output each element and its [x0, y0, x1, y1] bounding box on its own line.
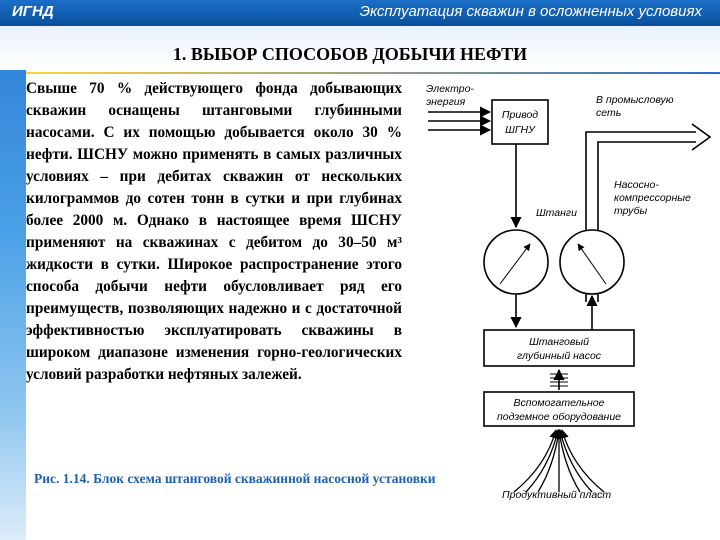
header-bar: ИГНД Эксплуатация скважин в осложненных …: [0, 0, 720, 26]
aux-equipment-box: [483, 391, 635, 427]
pipes-label-2: компрессорные: [614, 192, 691, 204]
pump-box: [483, 329, 635, 367]
pipes-label-3: трубы: [614, 205, 648, 217]
rods-circle-pointer: [499, 243, 531, 285]
header-right-label: Эксплуатация скважин в осложненных услов…: [359, 3, 702, 20]
rods-label: Штанги: [536, 207, 577, 219]
electricity-label-1: Электро-: [426, 83, 474, 95]
aux-to-pump-connector: [550, 368, 568, 390]
formation-label: Продуктивный пласт: [502, 489, 611, 501]
header-left-label: ИГНД: [12, 3, 54, 20]
drive-label-1: Привод: [502, 109, 538, 121]
pipes-circle: [559, 229, 625, 295]
network-label-2: сеть: [596, 107, 621, 119]
formation-flow-arrows: [513, 429, 605, 493]
side-decoration-band: [0, 26, 26, 540]
title-divider: [26, 72, 720, 74]
electricity-label-2: энергия: [426, 96, 466, 108]
pump-label-2: глубинный насос: [517, 350, 602, 362]
pipes-outlet-arrow: [691, 123, 712, 151]
aux-label-2: подземное оборудование: [497, 411, 621, 423]
pipes-circle-pointer: [577, 243, 607, 285]
block-diagram: Электро- энергия Привод ШГНУ В промыслов…: [426, 83, 712, 501]
body-paragraph: Свыше 70 % действующего фонда добывающих…: [26, 80, 402, 383]
aux-label-1: Вспомогательное: [514, 397, 605, 409]
network-label-1: В промысловую: [596, 94, 674, 106]
pump-label-1: Штанговый: [529, 336, 589, 348]
figure-caption: Рис. 1.14. Блок схема штанговой скважинн…: [34, 471, 436, 486]
title-background: [0, 26, 720, 70]
page-title: 1. ВЫБОР СПОСОБОВ ДОБЫЧИ НЕФТИ: [172, 44, 528, 64]
drive-box: [491, 99, 549, 145]
pipes-label-1: Насосно-: [614, 179, 659, 191]
drive-label-2: ШГНУ: [505, 124, 536, 136]
